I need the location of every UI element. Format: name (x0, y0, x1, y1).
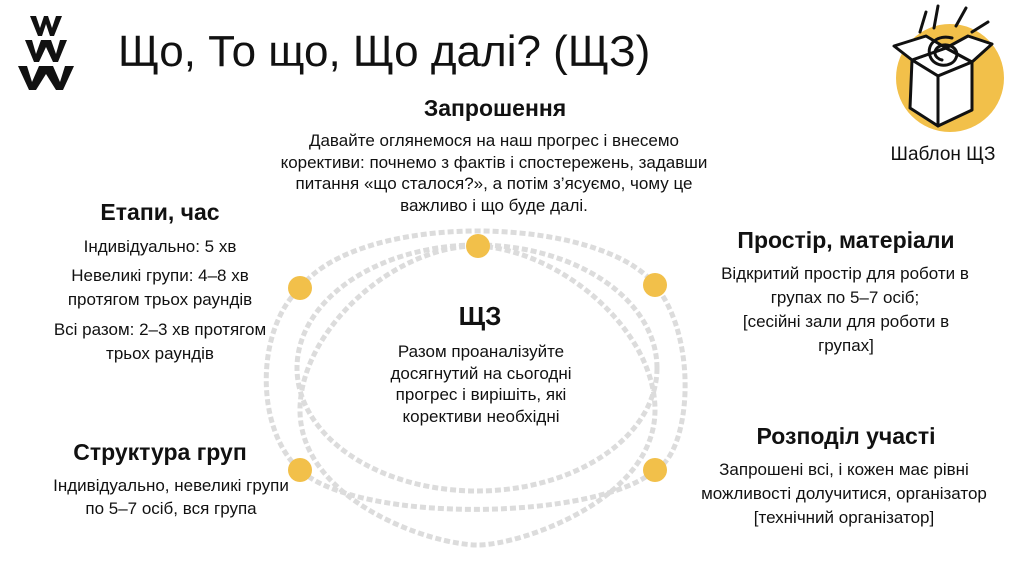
orbit-dot-top (466, 234, 490, 258)
gift-box-spiral-icon (892, 4, 1004, 132)
invitation-text: Давайте оглянемося на наш прогрес і внес… (280, 131, 708, 215)
center-text: Разом проаналізуйте досягнутий на сьогод… (390, 342, 572, 426)
steps-line-1: Індивідуально: 5 хв (83, 237, 237, 256)
space-text-1: Відкритий простір для роботи в групах по… (721, 264, 969, 307)
page-title: Що, То що, Що далі? (ЩЗ) (118, 27, 651, 76)
orbit-tilted-b (297, 243, 658, 548)
orbit-tilted-a (263, 228, 688, 512)
www-logo-icon (18, 16, 74, 90)
invitation-heading: Запрошення (423, 95, 567, 121)
groups-heading: Структура груп (73, 439, 247, 465)
steps-line-3: Всі разом: 2–3 хв протягом трьох раундів (53, 320, 267, 363)
space-heading: Простір, матеріали (737, 227, 955, 253)
orbit-dot-right-lower (643, 458, 667, 482)
center-heading: ЩЗ (458, 301, 502, 331)
orbit-dot-left-upper (288, 276, 312, 300)
space-text-2: [сесійні зали для роботи в групах] (742, 312, 950, 355)
orbit-horizontal (294, 242, 660, 494)
orbit-dot-left-lower (288, 458, 312, 482)
steps-line-2: Невеликі групи: 4–8 хв протягом трьох ра… (67, 266, 253, 309)
steps-heading: Етапи, час (100, 199, 220, 225)
groups-text: Індивідуально, невеликі групи по 5–7 осі… (53, 476, 289, 518)
participation-text: Запрошені всі, і кожен має рівні можливо… (701, 460, 987, 527)
participation-heading: Розподіл участі (756, 423, 936, 449)
template-label: Шаблон ЩЗ (890, 144, 996, 165)
orbit-dot-right-upper (643, 273, 667, 297)
